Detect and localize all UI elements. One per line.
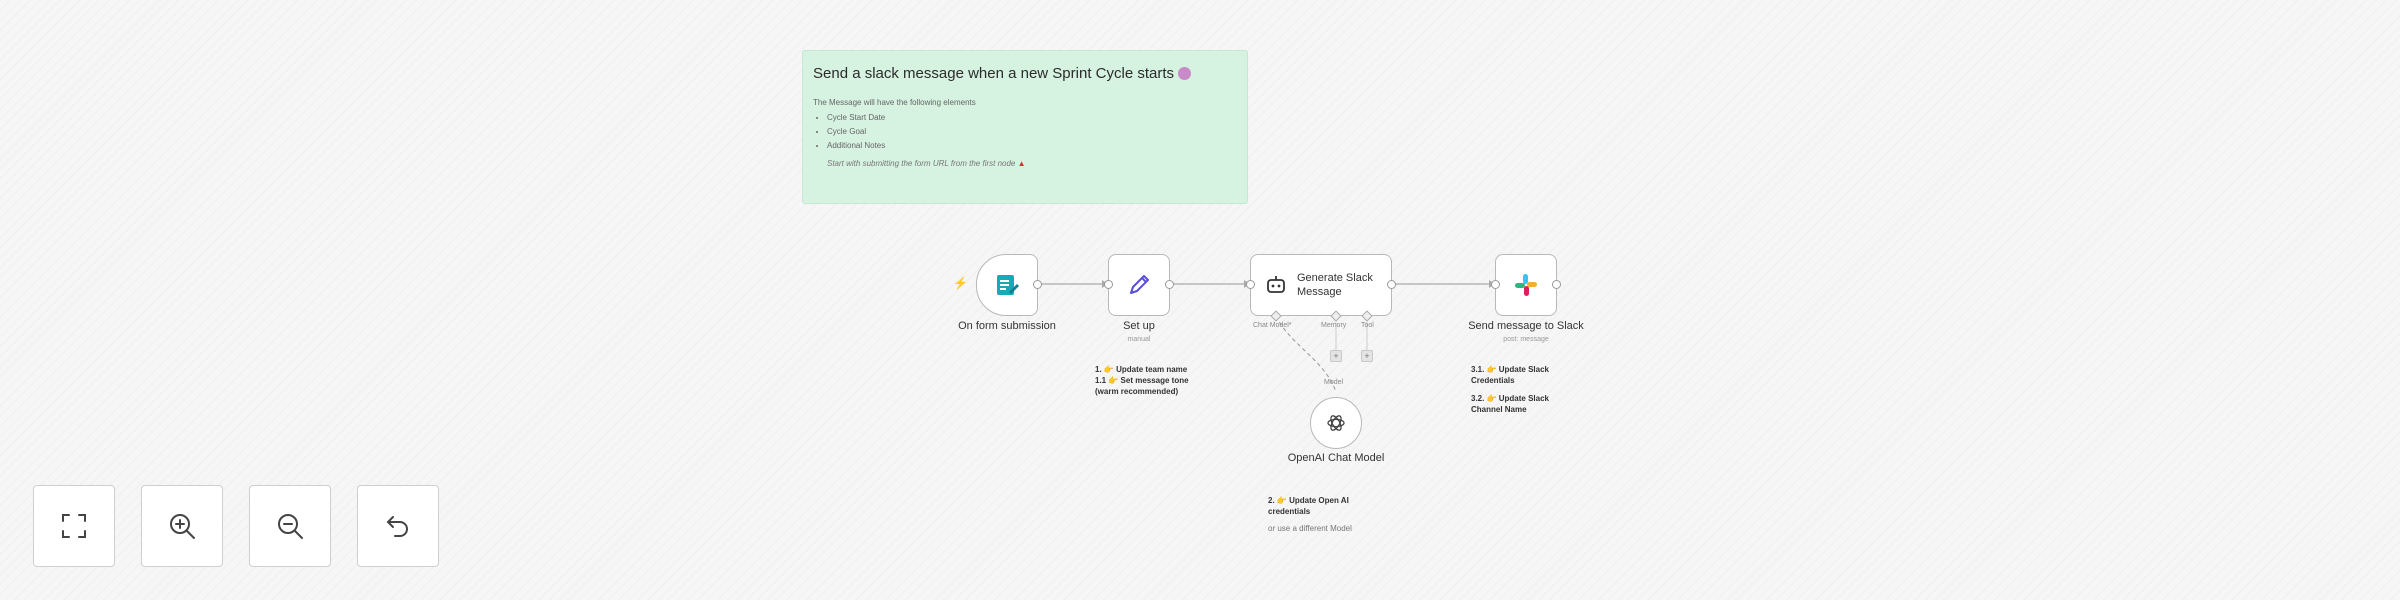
list-item: Additional Notes (827, 139, 1237, 153)
sticky-intro: The Message will have the following elem… (813, 98, 976, 107)
node-form-trigger[interactable] (976, 254, 1038, 316)
node-label: Send message to Slack (1468, 320, 1584, 332)
tool-sublabel: Tool (1361, 322, 1374, 329)
pencil-icon (1130, 275, 1149, 294)
sticky-list: Cycle Start Date Cycle Goal Additional N… (813, 111, 1237, 153)
list-item: Cycle Start Date (827, 111, 1237, 125)
note-line: 1. 👉 Update team name (1095, 365, 1188, 374)
chat-model-sublabel: Chat Model* (1253, 322, 1292, 329)
node-setup[interactable] (1108, 254, 1170, 316)
output-handle[interactable] (1387, 280, 1396, 289)
form-icon (997, 275, 1019, 295)
zoom-out-icon (278, 514, 303, 539)
node-agent[interactable]: Generate Slack Message (1250, 254, 1392, 316)
slack-note[interactable]: 3.1. 👉 Update Slack Credentials 3.2. 👉 U… (1471, 364, 1549, 415)
node-sublabel: post: message (1503, 336, 1549, 343)
fit-view-icon (62, 514, 86, 538)
output-handle[interactable] (1165, 280, 1174, 289)
zoom-out-button[interactable] (249, 485, 331, 567)
node-label: Set up (1123, 320, 1155, 332)
node-slack[interactable] (1495, 254, 1557, 316)
reset-zoom-button[interactable] (357, 485, 439, 567)
sticky-note[interactable]: Send a slack message when a new Sprint C… (802, 50, 1248, 204)
note-line: (warm recommended) (1095, 387, 1179, 396)
input-handle[interactable] (1104, 280, 1113, 289)
output-handle[interactable] (1552, 280, 1561, 289)
zoom-in-button[interactable] (141, 485, 223, 567)
note-line: 3.2. 👉 Update Slack (1471, 394, 1549, 403)
list-item: Cycle Goal (827, 125, 1237, 139)
connection-chat-model (1275, 315, 1337, 393)
node-label: On form submission (958, 320, 1056, 332)
zoom-in-icon (170, 514, 195, 539)
sticky-footer: Start with submitting the form URL from … (813, 159, 1237, 168)
note-line: Credentials (1471, 376, 1515, 385)
add-tool-button[interactable]: + (1361, 350, 1373, 362)
input-handle[interactable] (1491, 280, 1500, 289)
sticky-title: Send a slack message when a new Sprint C… (813, 65, 1237, 82)
memory-sublabel: Memory (1321, 322, 1347, 329)
note-line: Channel Name (1471, 405, 1527, 414)
note-line: credentials (1268, 507, 1311, 516)
model-connector-label: Model (1324, 379, 1344, 386)
note-line: 3.1. 👉 Update Slack (1471, 365, 1549, 374)
slack-icon (1515, 274, 1537, 296)
node-label: OpenAI Chat Model (1287, 452, 1385, 464)
undo-icon (387, 516, 408, 537)
add-memory-button[interactable]: + (1330, 350, 1342, 362)
node-openai[interactable] (1310, 397, 1362, 449)
note-line: 1.1 👉 Set message tone (1095, 376, 1189, 385)
node-label: Generate Slack Message (1297, 272, 1373, 298)
robot-icon (1267, 276, 1285, 293)
trigger-bolt-icon: ⚡ (953, 276, 968, 290)
node-sublabel: manual (1127, 336, 1151, 343)
openai-icon (1327, 415, 1345, 431)
emoji-icon (1178, 67, 1192, 80)
openai-note[interactable]: 2. 👉 Update Open AI credentials or use a… (1268, 495, 1352, 534)
input-handle[interactable] (1246, 280, 1255, 289)
red-pointer-icon: ▲ (1017, 159, 1026, 168)
output-handle[interactable] (1033, 280, 1042, 289)
note-line: 2. 👉 Update Open AI (1268, 496, 1349, 505)
note-line: or use a different Model (1268, 524, 1352, 533)
sticky-title-text: Send a slack message when a new Sprint C… (813, 65, 1175, 82)
fit-view-button[interactable] (33, 485, 115, 567)
setup-note[interactable]: 1. 👉 Update team name 1.1 👉 Set message … (1095, 364, 1189, 397)
sticky-footer-text: Start with submitting the form URL from … (827, 159, 1016, 168)
